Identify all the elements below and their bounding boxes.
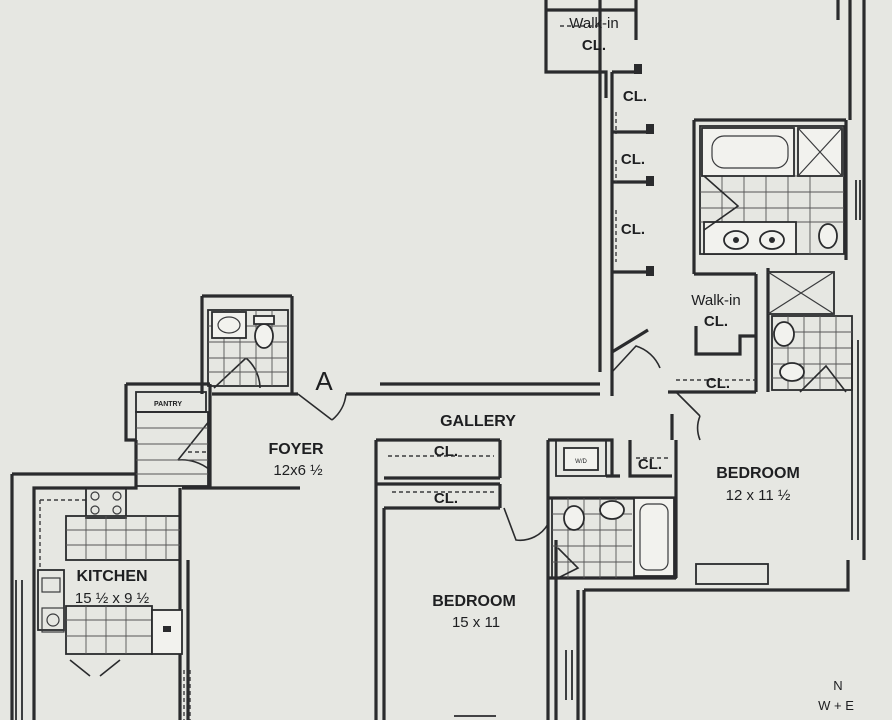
master-bath-fixtures (699, 125, 845, 255)
closet-3-label: CL. (621, 221, 645, 238)
walkin-top-label: Walk-in (569, 15, 618, 32)
bedroom-right-size: 12 x 11 ½ (726, 487, 791, 504)
bedroom-center-label: BEDROOM (432, 593, 516, 610)
compass-west-east: W + E (818, 698, 854, 713)
closet-2-label: CL. (621, 151, 645, 168)
walkin-mid-label: Walk-in (691, 292, 740, 309)
compass-north: N (833, 678, 842, 693)
gallery-closet-2: CL. (434, 490, 458, 507)
room-labels: Walk-in CL. CL. CL. CL. Walk-in CL. A PA… (75, 15, 800, 631)
walkin-top-sub: CL. (582, 37, 606, 54)
closet-1-label: CL. (623, 88, 647, 105)
gallery-label: GALLERY (440, 413, 516, 430)
bedroom-closet-label: CL. (706, 375, 730, 392)
washer-dryer-label: W/D (575, 459, 587, 465)
walls (10, 0, 866, 720)
windows (15, 180, 861, 720)
kitchen-fixtures (37, 391, 209, 655)
half-bath-fixtures (207, 309, 289, 387)
foyer-size: 12x6 ½ (273, 462, 323, 479)
gallery-closet-1: CL. (434, 443, 458, 460)
hall-closet-label: CL. (638, 456, 662, 473)
kitchen-size: 15 ½ x 9 ½ (75, 590, 150, 607)
pantry-label: PANTRY (154, 401, 182, 408)
kitchen-label: KITCHEN (76, 568, 147, 585)
bedroom-right-label: BEDROOM (716, 465, 800, 482)
walkin-mid-sub: CL. (704, 313, 728, 330)
bedroom-center-size: 15 x 11 (452, 614, 500, 631)
foyer-label: FOYER (268, 441, 324, 458)
second-bath-fixtures (767, 271, 853, 393)
hall-bath-fixtures (551, 439, 769, 585)
compass: N W + E (818, 678, 854, 713)
closet-shelves (39, 25, 756, 570)
door-marker-a: A (315, 366, 333, 396)
